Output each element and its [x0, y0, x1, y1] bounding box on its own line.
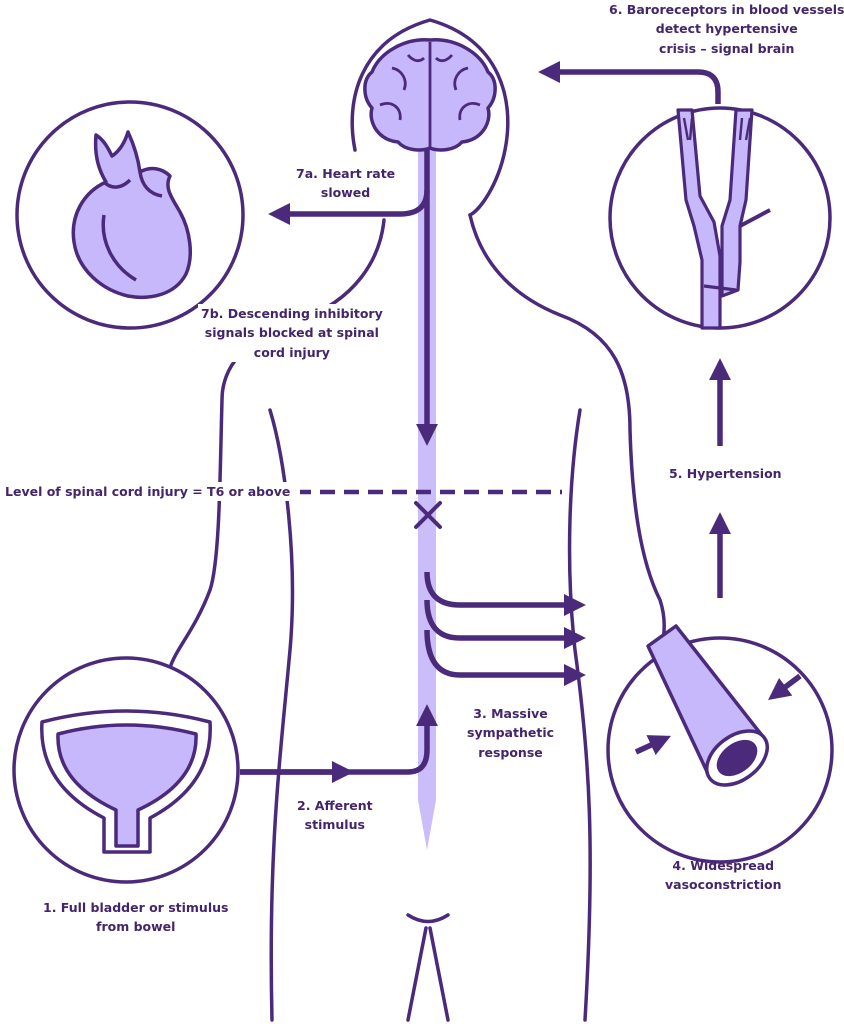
sympathetic-arrow-1	[424, 571, 586, 616]
blood-vessel-icon	[646, 624, 769, 787]
label-step-6: 6. Baroreceptors in blood vessels detect…	[606, 0, 844, 59]
label-step-7a: 7a. Heart rate slowed	[293, 164, 399, 203]
baroreceptor-signal-arrow	[538, 61, 721, 104]
label-step-2: 2. Afferent stimulus	[297, 798, 373, 833]
heart-rate-arrow	[268, 189, 430, 225]
brain-icon	[363, 38, 497, 152]
artery-branch-icon	[676, 108, 771, 330]
bladder-icon	[40, 709, 212, 854]
heart-icon	[71, 130, 192, 300]
sympathetic-arrows	[424, 571, 586, 686]
label-step-7b: 7b. Descending inhibitory signals blocke…	[198, 304, 386, 363]
body-outline	[168, 18, 666, 1022]
sympathetic-arrow-3	[424, 629, 586, 686]
label-step-3: 3. Massive sympathetic response	[467, 706, 555, 760]
label-step-4: 4. Widespread vasoconstriction	[665, 858, 782, 893]
label-injury-level: Level of spinal cord injury = T6 or abov…	[2, 482, 301, 502]
afferent-stimulus-arrow	[240, 704, 438, 775]
block-x-icon	[414, 501, 442, 529]
label-step-5: 5. Hypertension	[666, 464, 785, 484]
label-step-1: 1. Full bladder or stimulus from bowel	[43, 900, 229, 935]
sympathetic-arrow-2	[424, 599, 586, 649]
constriction-arrows	[634, 673, 802, 756]
